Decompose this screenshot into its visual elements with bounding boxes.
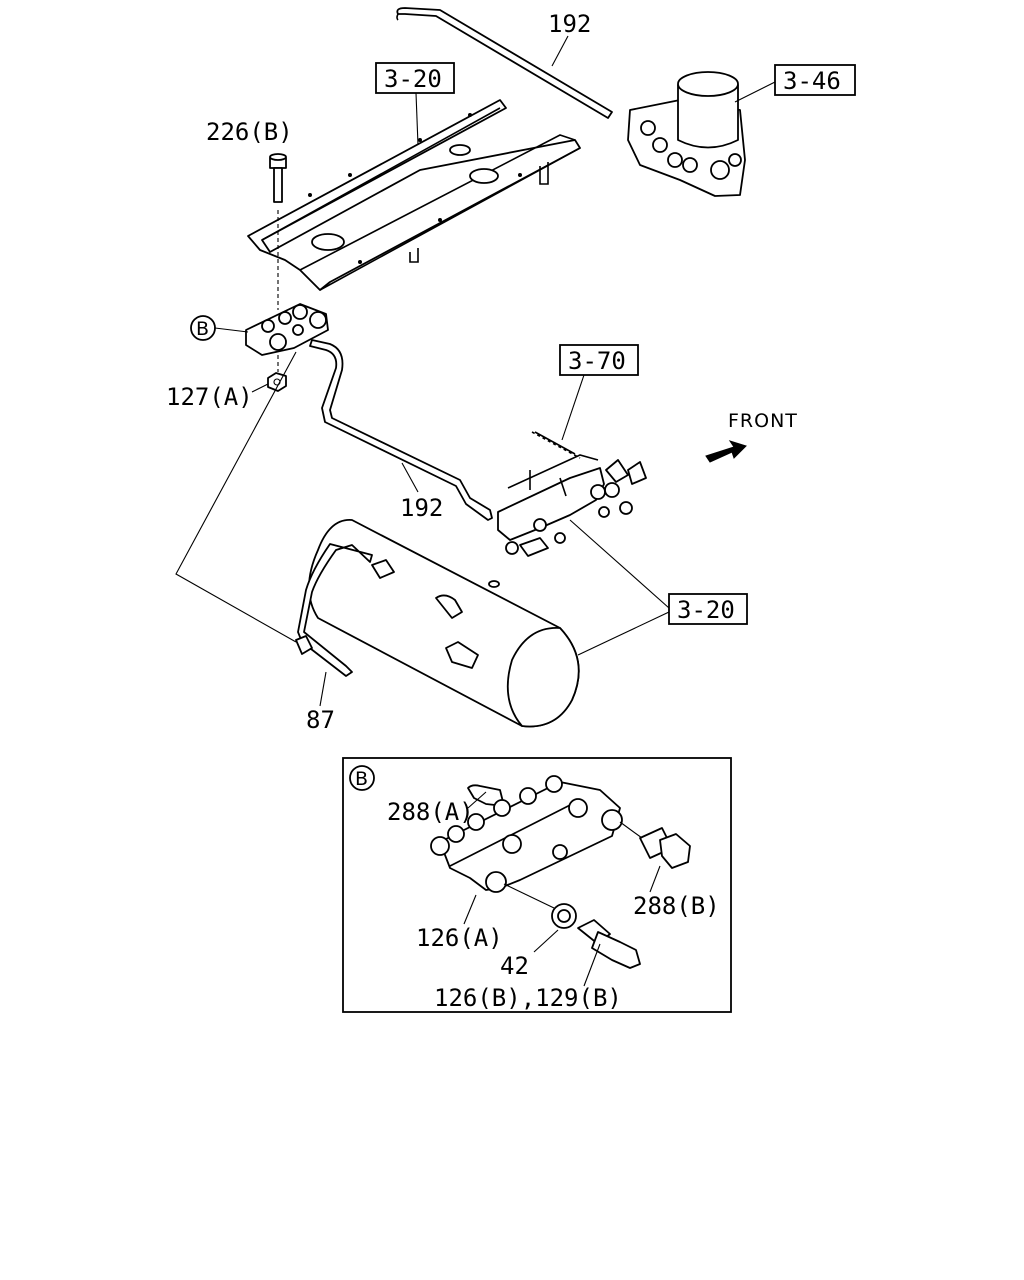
air-dryer bbox=[627, 71, 746, 197]
label-127a: 127(A) bbox=[166, 383, 253, 411]
pipe-192-top bbox=[396, 7, 613, 119]
ref-box-3-70 bbox=[559, 344, 639, 376]
air-tank bbox=[308, 519, 580, 728]
leader-126b bbox=[583, 943, 601, 987]
leader-288a bbox=[467, 791, 487, 809]
front-arrow-icon bbox=[705, 440, 747, 463]
leader-3-46 bbox=[734, 81, 776, 103]
frame-bracket bbox=[247, 99, 581, 291]
leader-3-20-top bbox=[415, 92, 419, 146]
label-detail-b: B bbox=[196, 318, 210, 340]
leader-42 bbox=[533, 929, 559, 953]
leader-manifold-to-pipe bbox=[175, 351, 297, 643]
leader-washer-axis bbox=[503, 883, 555, 909]
label-226b: 226(B) bbox=[206, 118, 293, 146]
label-288a: 288(A) bbox=[387, 798, 474, 826]
ref-box-3-20-top bbox=[375, 62, 455, 94]
label-288b: 288(B) bbox=[633, 892, 720, 920]
bolt-288b bbox=[639, 827, 691, 869]
label-3-46: 3-46 bbox=[783, 67, 841, 95]
leader-126a bbox=[463, 894, 477, 925]
leader-3-70 bbox=[561, 374, 585, 441]
manifold-block bbox=[245, 303, 329, 356]
label-front: FRONT bbox=[728, 410, 798, 432]
ref-box-3-20-bottom bbox=[668, 593, 748, 625]
label-42: 42 bbox=[500, 952, 529, 980]
leader-127a bbox=[251, 383, 269, 393]
label-87: 87 bbox=[306, 706, 335, 734]
pipe-87 bbox=[295, 543, 373, 677]
label-126a: 126(A) bbox=[416, 924, 503, 952]
leader-3-20-to-tank bbox=[577, 611, 670, 656]
detail-b-marker-label: B bbox=[355, 768, 369, 790]
label-3-70: 3-70 bbox=[568, 347, 626, 375]
bolt-226b bbox=[269, 153, 287, 203]
ref-box-3-46 bbox=[774, 64, 856, 96]
valve-bracket bbox=[497, 431, 647, 557]
detail-b-marker bbox=[349, 765, 375, 791]
label-3-20-top: 3-20 bbox=[384, 65, 442, 93]
label-126b-129b: 126(B),129(B) bbox=[434, 984, 622, 1012]
leader-detail-b bbox=[214, 327, 249, 333]
leader-3-20-to-bracket bbox=[569, 519, 670, 609]
fitting-126b bbox=[577, 919, 641, 969]
label-192-top: 192 bbox=[548, 10, 591, 38]
pipe-192-mid bbox=[309, 339, 493, 521]
leader-192-top bbox=[551, 35, 569, 67]
leader-288b-axis bbox=[619, 821, 643, 839]
leader-288b bbox=[649, 865, 661, 893]
leader-192-mid bbox=[401, 462, 419, 493]
leader-87 bbox=[319, 671, 327, 707]
washer-42 bbox=[551, 903, 577, 929]
label-192-mid: 192 bbox=[400, 494, 443, 522]
label-3-20-bottom: 3-20 bbox=[677, 596, 735, 624]
detail-manifold bbox=[430, 775, 623, 893]
